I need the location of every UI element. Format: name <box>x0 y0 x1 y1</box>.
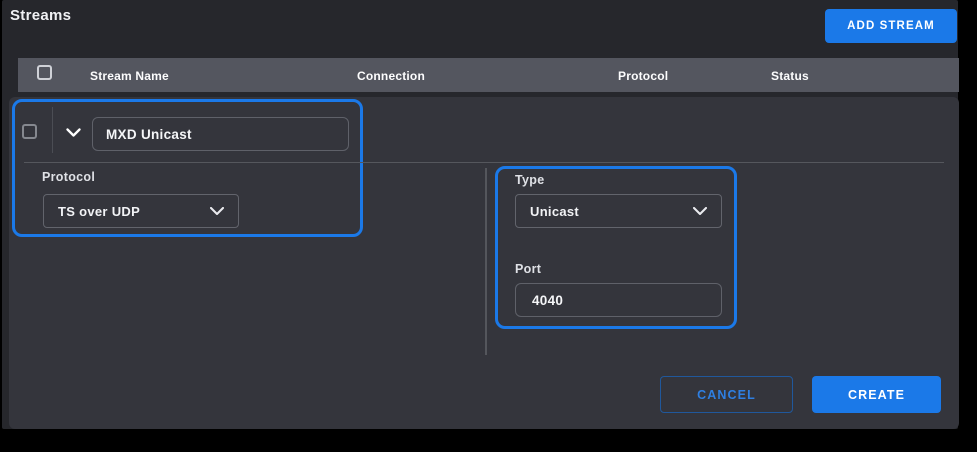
stream-editor-card: Protocol TS over UDP Type Unicast Port C… <box>9 97 959 429</box>
type-select-value: Unicast <box>530 203 580 219</box>
highlight-box-type-port <box>495 166 737 329</box>
row-separator <box>52 107 53 153</box>
type-select[interactable]: Unicast <box>515 194 722 228</box>
port-label: Port <box>515 262 542 276</box>
table-header: Stream Name Connection Protocol Status <box>18 58 959 92</box>
row-bottom-divider <box>24 162 944 163</box>
chevron-down-icon <box>693 207 707 215</box>
add-stream-button[interactable]: ADD STREAM <box>825 9 957 43</box>
type-label: Type <box>515 173 545 187</box>
chevron-down-icon <box>65 127 81 137</box>
protocol-select[interactable]: TS over UDP <box>43 194 239 228</box>
chevron-down-icon <box>210 207 224 215</box>
cancel-button[interactable]: CANCEL <box>660 376 793 413</box>
column-header-protocol: Protocol <box>618 69 669 83</box>
row-expander[interactable] <box>65 125 81 139</box>
column-header-connection: Connection <box>357 69 425 83</box>
protocol-label: Protocol <box>42 170 96 184</box>
column-header-status: Status <box>771 69 809 83</box>
form-section-divider <box>485 168 487 355</box>
select-all-checkbox[interactable] <box>37 65 52 80</box>
page-title: Streams <box>10 7 72 24</box>
protocol-select-value: TS over UDP <box>58 203 141 219</box>
streams-panel: Streams ADD STREAM Stream Name Connectio… <box>2 0 959 429</box>
stream-name-input[interactable] <box>92 117 349 151</box>
port-input[interactable] <box>515 283 722 317</box>
row-checkbox[interactable] <box>22 124 37 139</box>
column-header-stream-name: Stream Name <box>90 69 169 83</box>
highlight-box-stream-name-protocol <box>12 99 363 237</box>
create-button[interactable]: CREATE <box>812 376 941 413</box>
